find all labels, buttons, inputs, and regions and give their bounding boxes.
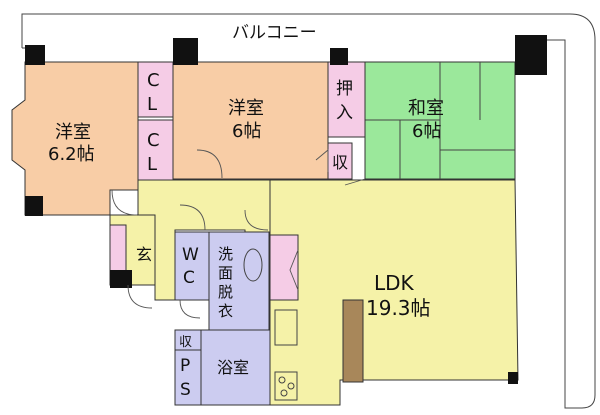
wash-basin bbox=[243, 248, 263, 282]
closet-2-top: C bbox=[147, 130, 160, 151]
ldk-name: LDK bbox=[374, 271, 415, 295]
kitchen-stove bbox=[274, 371, 298, 401]
tatami-lines bbox=[365, 62, 515, 179]
pillar-2 bbox=[173, 38, 198, 65]
washroom-char-2: 面 bbox=[218, 264, 233, 282]
door-closet-shu bbox=[315, 149, 329, 172]
door-western-1 bbox=[111, 189, 138, 216]
door-wc bbox=[179, 299, 201, 319]
pillar-6 bbox=[110, 270, 132, 288]
washroom bbox=[208, 231, 270, 331]
pipe-space-bottom: S bbox=[180, 380, 191, 400]
balcony-label: バルコニー bbox=[232, 23, 317, 43]
western-room-1-size: 6.2帖 bbox=[48, 144, 95, 165]
pipe-space-top: P bbox=[180, 356, 190, 376]
pillar-7 bbox=[508, 372, 518, 384]
door-hall-west bbox=[179, 204, 206, 231]
burner-2 bbox=[287, 382, 295, 390]
genkan-label: 玄 bbox=[136, 245, 152, 264]
wc-room bbox=[174, 231, 210, 301]
ldk-size: 19.3帖 bbox=[366, 296, 431, 320]
oshiire-closet bbox=[327, 61, 366, 138]
storage-small bbox=[327, 142, 353, 180]
door-genkan bbox=[127, 284, 153, 309]
ldk-storage bbox=[269, 234, 299, 301]
door-ldk-storage bbox=[289, 249, 299, 291]
oshiire-bottom: 入 bbox=[336, 103, 353, 123]
washroom-char-4: 衣 bbox=[218, 302, 233, 320]
storage-2-label: 収 bbox=[179, 335, 192, 350]
door-hall-east bbox=[244, 209, 269, 231]
door-western-2 bbox=[196, 149, 223, 179]
western-room-1-name: 洋室 bbox=[55, 122, 91, 143]
burner-3 bbox=[280, 389, 288, 397]
ldk-room bbox=[269, 179, 519, 406]
pillar-4 bbox=[515, 35, 547, 75]
closet-1-bottom: L bbox=[147, 94, 157, 115]
western-room-2-name: 洋室 bbox=[228, 98, 264, 119]
japanese-room-size: 6帖 bbox=[412, 121, 441, 142]
pillar-5 bbox=[25, 196, 43, 216]
door-jp bbox=[344, 178, 366, 186]
kitchen-counter bbox=[342, 299, 364, 383]
oshiire-top: 押 bbox=[336, 79, 353, 99]
pipe-space bbox=[174, 349, 202, 406]
washroom-char-1: 洗 bbox=[218, 245, 233, 263]
closet-2-bottom: L bbox=[147, 154, 157, 175]
wc-bottom: C bbox=[183, 268, 195, 288]
wc-top: W bbox=[182, 245, 199, 265]
bathroom bbox=[200, 329, 271, 406]
kitchen-sink bbox=[274, 309, 298, 346]
bathroom-label: 浴室 bbox=[217, 358, 249, 377]
storage-label: 収 bbox=[332, 153, 348, 172]
western-room-2-size: 6帖 bbox=[232, 121, 261, 142]
pillar-1 bbox=[25, 45, 45, 65]
closet-1 bbox=[137, 61, 174, 118]
western-room-2 bbox=[172, 61, 329, 180]
closet-1-top: C bbox=[147, 70, 160, 91]
washroom-char-3: 脱 bbox=[218, 283, 233, 301]
pillar-3 bbox=[330, 48, 348, 65]
japanese-room-name: 和室 bbox=[408, 98, 444, 119]
burner-1 bbox=[278, 376, 286, 384]
